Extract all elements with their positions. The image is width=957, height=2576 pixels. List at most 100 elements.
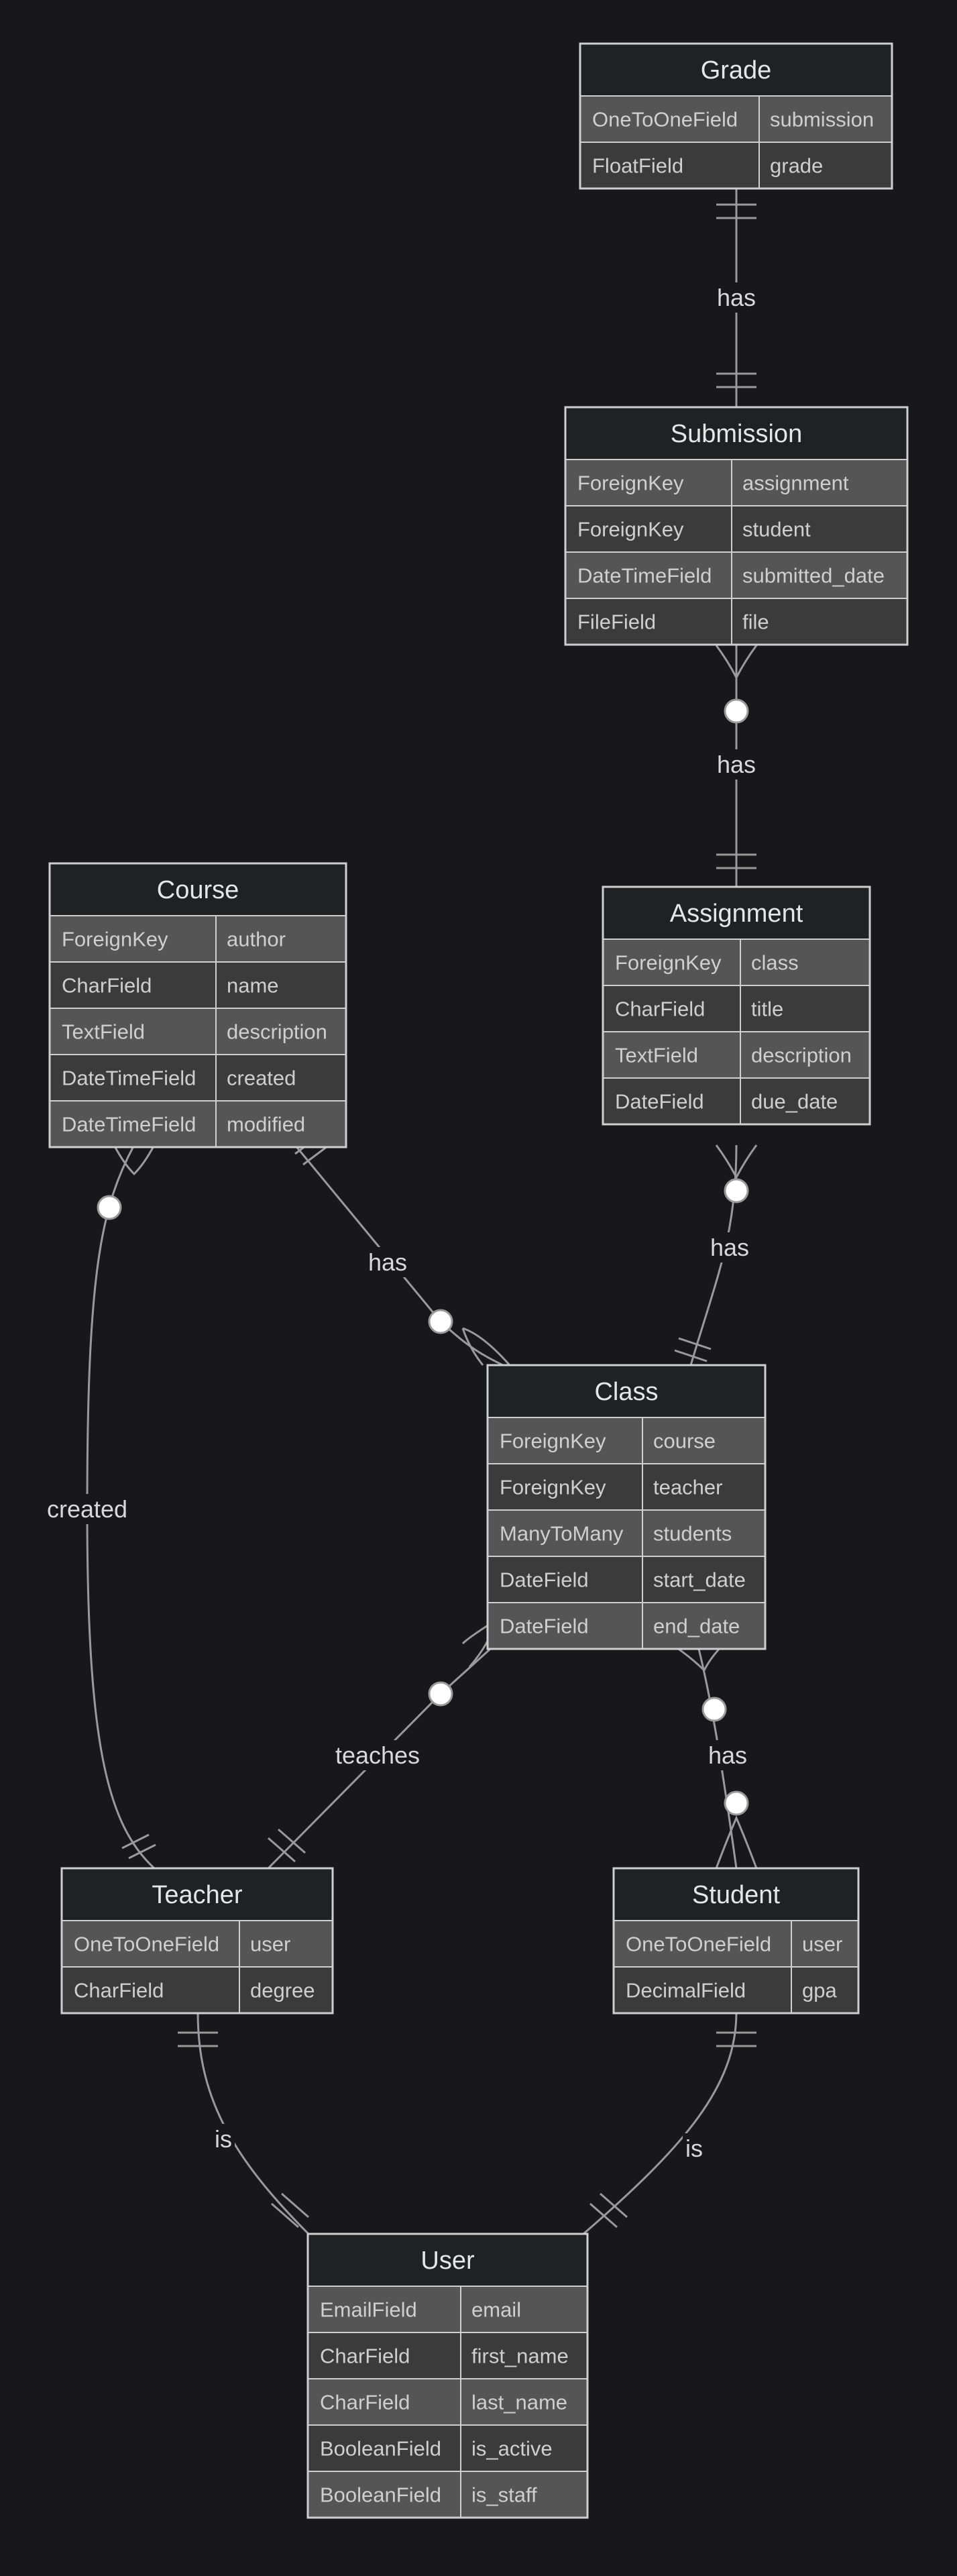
attribute-name: student [742,518,811,541]
row-background [307,2332,588,2379]
row-background [49,1100,347,1148]
row-background [61,1966,333,2014]
attribute-type: ForeignKey [62,928,168,951]
attribute-name: title [751,998,783,1021]
attribute-name: modified [227,1113,305,1136]
one-bar [128,1843,156,1860]
attribute-name: start_date [653,1568,746,1592]
attribute-name: description [227,1020,327,1044]
attribute-type: ForeignKey [500,1476,606,1499]
attribute-type: TextField [62,1020,145,1044]
attribute-name: created [227,1067,296,1090]
one-bar [600,2192,628,2218]
label-background [44,1494,131,1524]
label-assignment-class: has [710,1234,749,1261]
label-background [332,1740,423,1770]
attribute-type: ForeignKey [577,472,684,495]
attribute-row: DateField start_date [487,1556,766,1603]
entity-border [579,42,893,190]
attribute-type: BooleanField [320,2437,441,2461]
attribute-row: TextField description [602,1031,870,1079]
entity-header [614,1868,858,1921]
attribute-name: file [742,610,769,634]
edge-teacher-user [196,2012,310,2235]
row-background [602,1077,870,1125]
attribute-type: DateField [615,1090,704,1114]
attribute-type: DateField [500,1615,589,1638]
attribute-name: submission [770,108,874,131]
row-background [487,1509,766,1557]
attribute-type: DateField [500,1568,589,1592]
attribute-name: students [653,1522,732,1546]
label-class-student: has [708,1741,747,1769]
attribute-type: FileField [577,610,656,634]
crow-foot [715,645,758,680]
label-grade-submission: has [717,284,756,311]
edge-student-user [583,2012,738,2235]
row-background [602,938,870,986]
attribute-row: ForeignKey assignment [565,459,908,506]
entity-title: Class [594,1378,658,1406]
attribute-name: is_staff [471,2483,537,2507]
attribute-name: end_date [653,1615,740,1638]
entity-border [60,1867,334,2015]
attribute-name: class [751,951,799,975]
attribute-row: FileField file [565,598,908,645]
label-background [365,1247,410,1277]
attribute-type: TextField [615,1044,698,1067]
entity-title: Submission [671,420,802,448]
zero-circle [724,698,749,724]
attribute-type: DateTimeField [62,1067,196,1090]
entity-title: Course [157,876,239,904]
one-bar [589,2202,618,2229]
row-background [307,2424,588,2472]
row-background [565,598,908,645]
label-student-user: is [685,2135,703,2162]
one-bar [674,1349,708,1362]
attribute-row: DateField due_date [602,1077,870,1125]
attribute-name: description [751,1044,852,1067]
attribute-type: DateTimeField [577,564,712,588]
attribute-name: user [250,1933,290,1956]
entity-title: Student [692,1881,780,1909]
entity-border [602,885,871,1126]
zero-circle [724,1178,749,1203]
attribute-name: assignment [742,472,849,495]
cardinality-markers [97,203,758,2229]
label-background [714,282,759,313]
label-background [714,749,759,780]
attribute-type: DecimalField [626,1979,746,2002]
attribute-name: due_date [751,1090,838,1114]
attribute-row: DateTimeField created [49,1054,347,1102]
crow-foot [715,1815,758,1869]
crow-foot [715,1144,758,1180]
attribute-name: last_name [471,2391,567,2414]
attribute-name: email [471,2298,521,2322]
row-background [487,1602,766,1650]
label-class-teacher: teaches [335,1741,420,1769]
row-background [307,2378,588,2426]
attribute-name: grade [770,154,823,178]
label-background [705,1740,750,1770]
